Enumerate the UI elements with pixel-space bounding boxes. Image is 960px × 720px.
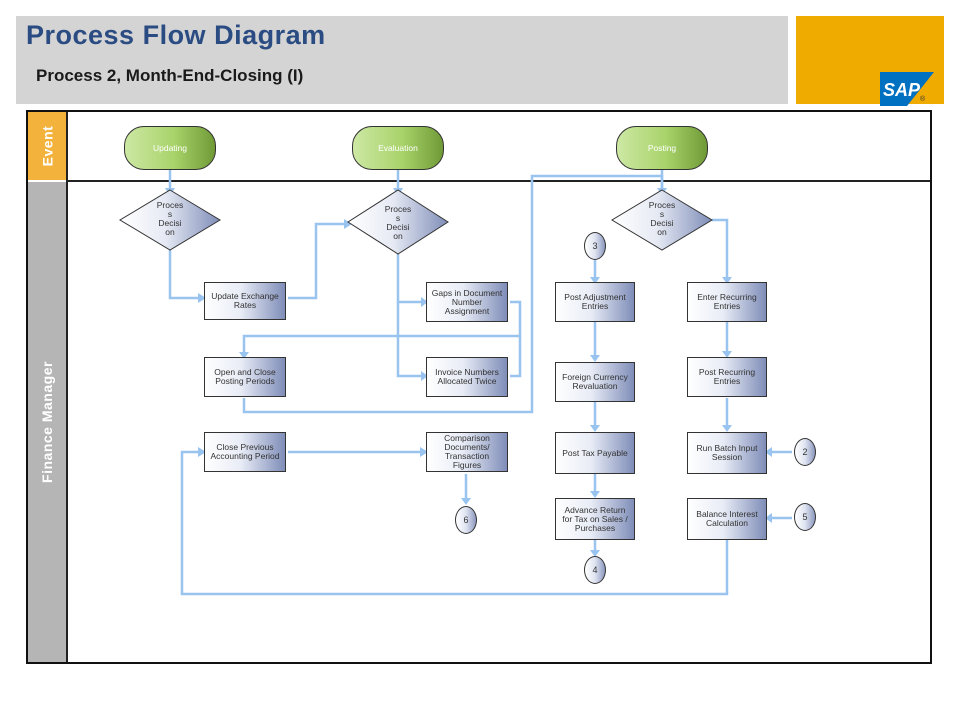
task-advance-return-tax-sales-purchases[interactable]: Advance Return for Tax on Sales / Purcha… bbox=[555, 498, 635, 540]
event-lane-divider bbox=[68, 180, 930, 182]
task-update-exchange-rates[interactable]: Update Exchange Rates bbox=[204, 282, 286, 320]
flow-decision1-to-update-rates bbox=[168, 250, 200, 300]
decision-diamond-3 bbox=[611, 189, 713, 251]
arrowhead bbox=[590, 425, 600, 432]
arrowhead bbox=[239, 352, 249, 359]
arrowhead bbox=[421, 297, 428, 307]
decision-label-1: Proces s Decisi on bbox=[156, 200, 184, 237]
header-banner bbox=[16, 16, 788, 104]
event-updating[interactable]: Updating bbox=[124, 126, 216, 170]
arrowhead bbox=[765, 447, 772, 457]
connector-2[interactable]: 2 bbox=[794, 438, 816, 466]
arrowhead bbox=[722, 425, 732, 432]
task-post-tax-payable[interactable]: Post Tax Payable bbox=[555, 432, 635, 474]
connector-4[interactable]: 4 bbox=[584, 556, 606, 584]
task-enter-recurring-entries[interactable]: Enter Recurring Entries bbox=[687, 282, 767, 322]
event-posting[interactable]: Posting bbox=[616, 126, 708, 170]
arrowhead bbox=[722, 351, 732, 358]
arrowhead bbox=[421, 371, 428, 381]
lane-header-divider bbox=[66, 112, 68, 662]
task-balance-interest-calculation[interactable]: Balance Interest Calculation bbox=[687, 498, 767, 540]
flow-balance-to-close-previous bbox=[180, 450, 729, 596]
connector-3[interactable]: 3 bbox=[584, 232, 606, 260]
arrowhead bbox=[590, 355, 600, 362]
arrowhead bbox=[590, 491, 600, 498]
flow-update-rates-to-decision2 bbox=[288, 222, 346, 300]
lane-label-finance-manager: Finance Manager bbox=[28, 182, 66, 662]
page-subtitle: Process 2, Month-End-Closing (I) bbox=[36, 66, 304, 85]
decision-diamond-1 bbox=[119, 189, 221, 251]
arrowhead bbox=[420, 447, 428, 457]
task-post-recurring-entries[interactable]: Post Recurring Entries bbox=[687, 357, 767, 397]
task-comparison-documents-transaction-figures[interactable]: Comparison Documents/ Transaction Figure… bbox=[426, 432, 508, 472]
event-evaluation[interactable]: Evaluation bbox=[352, 126, 444, 170]
flow-invoice-to-open-close bbox=[510, 336, 522, 378]
task-close-previous-accounting-period[interactable]: Close Previous Accounting Period bbox=[204, 432, 286, 472]
arrowhead bbox=[198, 293, 206, 303]
decision-label-2: Proces s Decisi on bbox=[384, 204, 412, 241]
flow-decision3-to-enter-recurring bbox=[712, 218, 729, 280]
lane-label-event: Event bbox=[28, 112, 66, 180]
arrowhead bbox=[765, 513, 772, 523]
sap-logo: SAP bbox=[880, 72, 934, 106]
flow-decision2-to-gaps bbox=[396, 254, 423, 304]
arrowhead bbox=[590, 550, 600, 557]
page-title: Process Flow Diagram bbox=[26, 20, 326, 50]
decision-diamond-2 bbox=[347, 189, 449, 255]
decision-label-3: Proces s Decisi on bbox=[648, 200, 676, 237]
arrowhead bbox=[461, 498, 471, 505]
arrowhead bbox=[198, 447, 206, 457]
arrowhead bbox=[722, 277, 732, 284]
task-run-batch-input-session[interactable]: Run Batch Input Session bbox=[687, 432, 767, 474]
registered-mark: ® bbox=[920, 96, 926, 103]
flow-decision2-to-invoice bbox=[396, 302, 423, 378]
task-invoice-numbers-allocated-twice[interactable]: Invoice Numbers Allocated Twice bbox=[426, 357, 508, 397]
swimlane-frame bbox=[26, 110, 932, 664]
task-post-adjustment-entries[interactable]: Post Adjustment Entries bbox=[555, 282, 635, 322]
task-foreign-currency-revaluation[interactable]: Foreign Currency Revaluation bbox=[555, 362, 635, 402]
sap-logo-text: SAP bbox=[883, 80, 921, 100]
arrowhead bbox=[344, 219, 352, 229]
arrowhead bbox=[590, 277, 600, 284]
connector-5[interactable]: 5 bbox=[794, 503, 816, 531]
task-gaps-in-document-number-assignment[interactable]: Gaps in Document Number Assignment bbox=[426, 282, 508, 322]
task-open-close-posting-periods[interactable]: Open and Close Posting Periods bbox=[204, 357, 286, 397]
connector-6[interactable]: 6 bbox=[455, 506, 477, 534]
